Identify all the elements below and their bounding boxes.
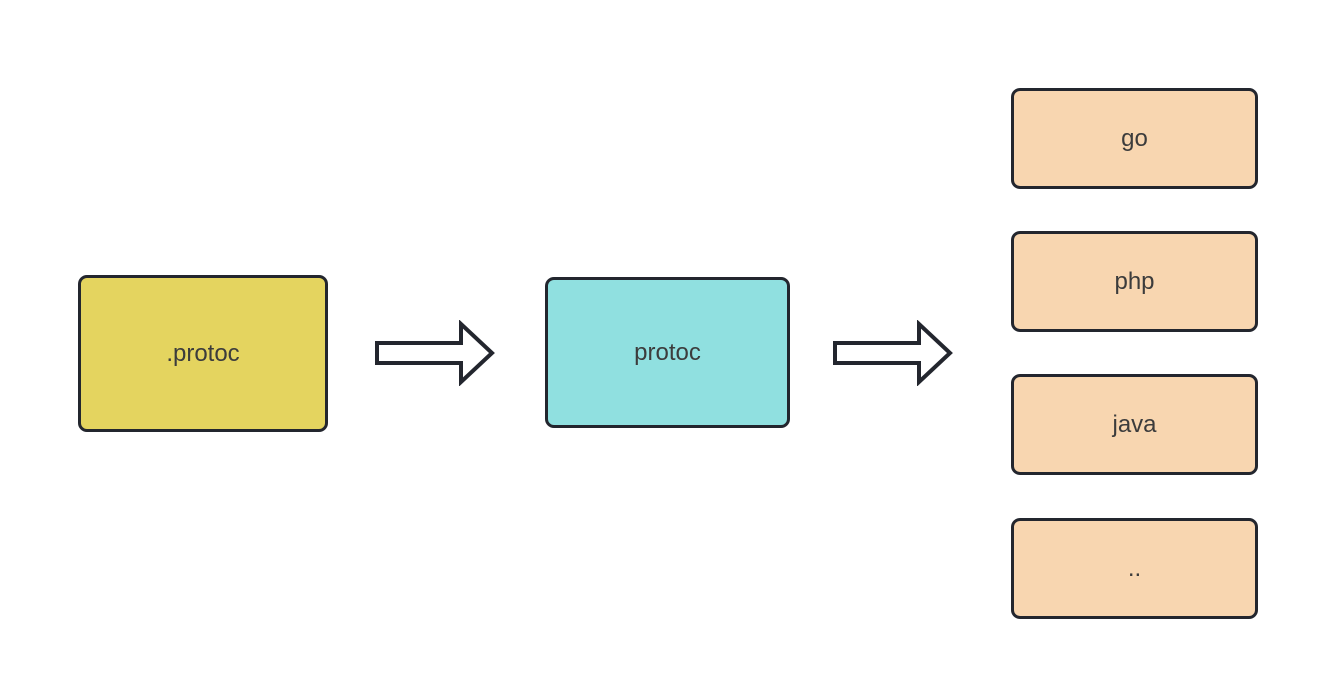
node-label: go <box>1121 124 1148 152</box>
node-output-php: php <box>1011 231 1258 332</box>
node-protoc-compiler: protoc <box>545 277 790 428</box>
node-output-others: .. <box>1011 518 1258 619</box>
node-label: php <box>1114 267 1155 295</box>
node-label: protoc <box>634 338 701 366</box>
right-arrow-icon <box>833 320 953 386</box>
node-label: .protoc <box>166 339 240 367</box>
node-output-go: go <box>1011 88 1258 189</box>
node-label: .. <box>1127 554 1142 582</box>
node-label: java <box>1112 410 1157 438</box>
right-arrow-icon <box>375 320 495 386</box>
node-output-java: java <box>1011 374 1258 475</box>
node-protoc-file: .protoc <box>78 275 328 432</box>
